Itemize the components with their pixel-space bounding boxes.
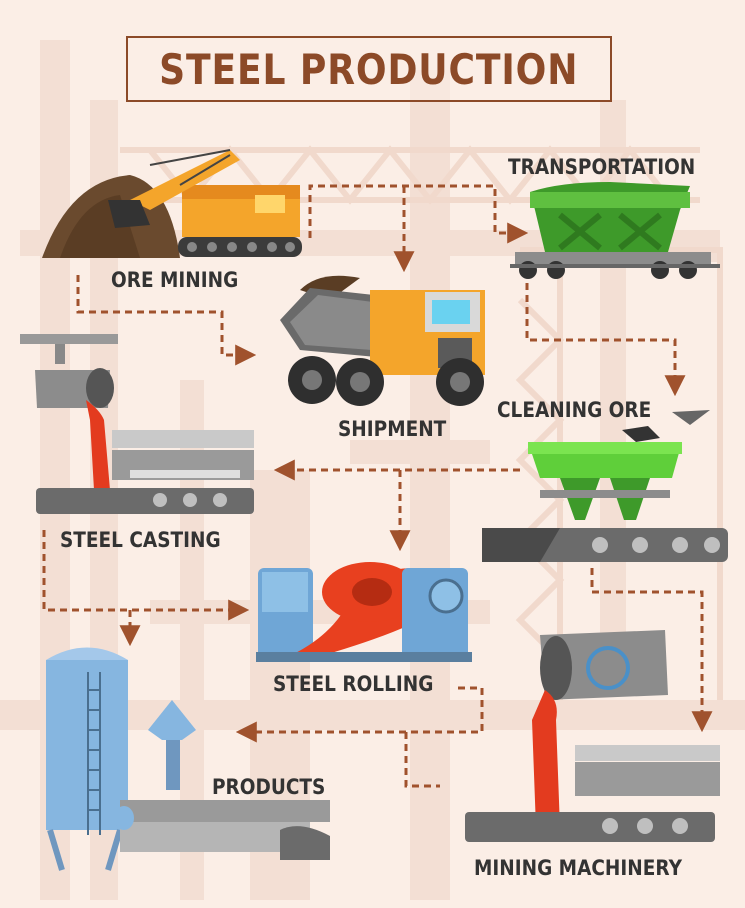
steel-casting-illustration (20, 334, 254, 514)
label-steel-casting: STEEL CASTING (60, 528, 221, 552)
arrow-to-transportation (308, 184, 529, 244)
arrow-cleaning-to-machinery (590, 568, 713, 733)
arrow-to-cleaning-ore (525, 283, 686, 397)
title-banner: STEEL PRODUCTION (126, 36, 612, 102)
products-steel-rails-illustration (114, 800, 330, 860)
arrow-rolling-to-products (235, 686, 484, 743)
label-mining-machinery: MINING MACHINERY (474, 856, 682, 880)
cleaning-ore-machine-illustration (482, 410, 728, 562)
flow-arrows (42, 184, 713, 788)
ore-mining-excavator-illustration (42, 149, 302, 258)
label-transportation: TRANSPORTATION (508, 155, 696, 179)
products-silo-illustration (46, 647, 196, 871)
label-ore-mining: ORE MINING (111, 268, 239, 292)
arrow-ore-to-shipment (76, 275, 257, 366)
arrow-to-products-branch (404, 732, 440, 788)
label-cleaning-ore: CLEANING ORE (497, 398, 652, 422)
mining-machinery-illustration (465, 630, 720, 842)
page-title: STEEL PRODUCTION (159, 44, 579, 94)
arrow-casting-to-rolling (42, 530, 250, 621)
steel-rolling-illustration (256, 562, 472, 662)
shipment-dump-truck-illustration (280, 275, 485, 406)
label-shipment: SHIPMENT (338, 417, 447, 441)
label-steel-rolling: STEEL ROLLING (273, 672, 434, 696)
transportation-rail-car-illustration (510, 182, 720, 279)
label-products: PRODUCTS (212, 775, 326, 799)
